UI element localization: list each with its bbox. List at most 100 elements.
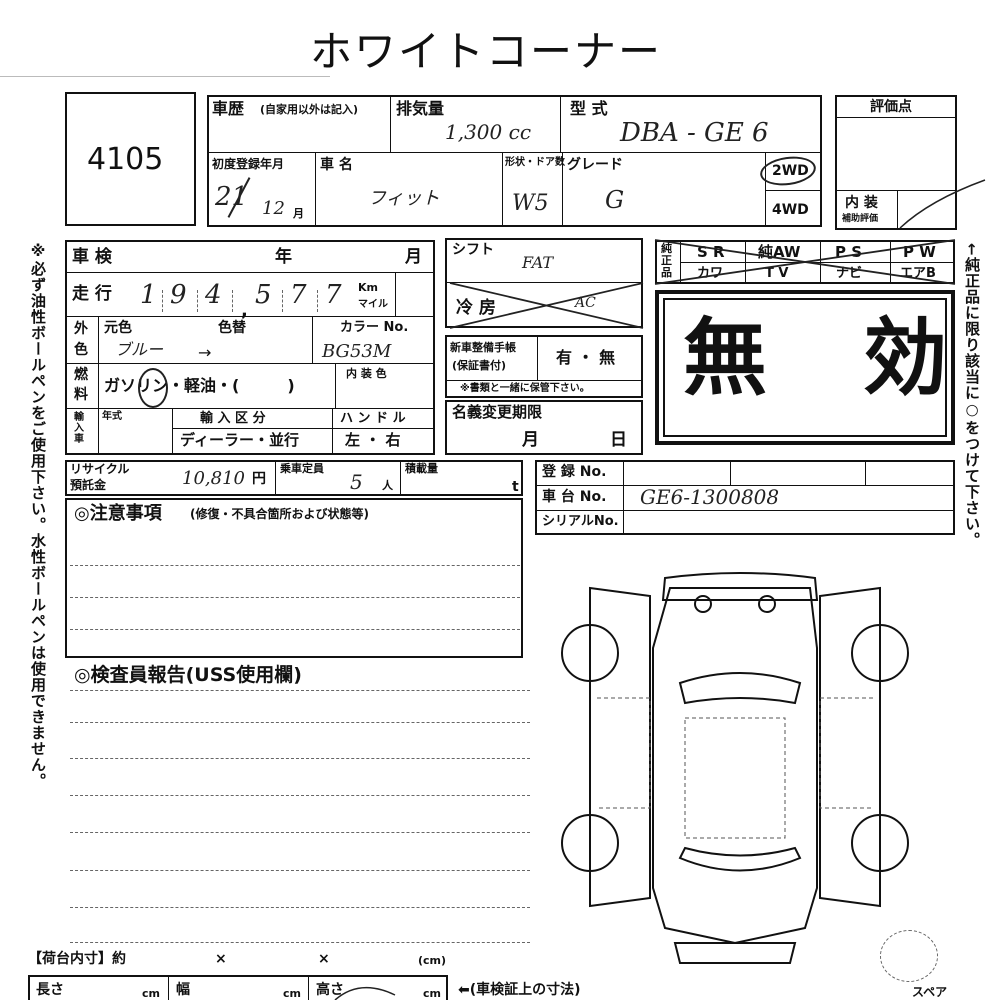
spare-label: スペア [912,985,948,999]
drive-2wd[interactable]: 2WD [772,163,809,179]
recycle-unit: 円 [252,471,266,487]
caution-line-1 [70,565,520,566]
import-label: 輸入車 [74,412,84,445]
mileage-digit-3: 4 [205,280,222,310]
car-door-line-right [819,697,873,809]
import-row-div [172,428,435,429]
import-category-values[interactable]: ディーラー・並行 [180,431,299,449]
col-div-label [98,316,99,455]
body-label: 形状・ドア数 [505,157,565,168]
fuel-options[interactable]: ガソリン・軽油・( ) [104,376,295,395]
reg-col [623,460,624,535]
dims-div-2 [308,975,309,1000]
mileage-digit-5: 7 [290,280,307,310]
page-title: ホワイトコーナー [310,27,663,76]
model-type-label: 型 式 [570,99,608,118]
inspector-line-1 [70,690,530,691]
evaluation-box [835,95,957,230]
header-col-1 [390,95,391,152]
wheel-front-right [851,624,909,682]
warranty-block [445,335,643,398]
car-left-side [589,586,651,908]
dims-note: ⬅(車検証上の寸法) [458,982,581,998]
wheel-front-left [561,624,619,682]
header-col-6 [765,152,766,227]
row-div-1 [65,272,435,273]
option-pw[interactable]: P W [903,243,936,261]
caution-sub: (修復・不具合箇所および状態等) [190,507,369,521]
color-no-value: BG53M [322,341,392,362]
dims-length: 長さ [36,982,64,998]
header-col-2 [560,95,561,152]
body-value: W5 [512,191,549,216]
grade-value: G [605,186,625,214]
caution-title: ◎注意事項 [74,503,162,524]
warranty-value[interactable]: 有 ・ 無 [556,348,616,367]
option-airbag[interactable]: エアB [900,266,936,281]
color-label-2: 色 [74,342,88,358]
dims-height: 高さ [316,982,344,998]
mileage-sep-1 [162,290,163,312]
mileage-unit-mile: マイル [358,299,388,310]
interior-label: 内 装 [845,195,878,211]
serial-label: シリアルNo. [542,514,619,529]
header-col-5 [562,152,563,227]
headlight-left [694,595,712,613]
reg-col-b [730,460,731,485]
history-sub: (自家用以外は記入) [260,103,359,116]
option-tv[interactable]: T V [765,266,789,281]
chassis-label: 車 台 No. [542,489,607,505]
dims-block [28,975,448,1000]
drive-4wd[interactable]: 4WD [772,202,809,218]
interior-color-div [335,363,336,408]
inspector-line-8 [70,942,530,943]
cargo-x1: × [215,951,227,967]
warranty-div [445,380,643,381]
car-rear-window [678,846,802,872]
option-ps[interactable]: P S [835,243,863,261]
cargo-x2: × [318,951,330,967]
warranty-col [537,335,538,380]
mileage-sep-2 [197,290,198,312]
mileage-comma: , [241,300,248,321]
evaluation-divider-1 [835,117,957,118]
fuel-label-1: 燃 [74,367,88,383]
mileage-unit-div [395,272,396,316]
option-sr[interactable]: S R [697,243,725,261]
mileage-digit-4: 5 [255,280,272,310]
registration-label: 登 録 No. [542,464,607,480]
option-leather[interactable]: カワ [697,266,724,281]
evaluation-divider-3 [897,190,898,230]
options-label: 純正品 [661,242,672,279]
inspector-line-4 [70,795,530,796]
mileage-label: 走 行 [72,284,112,304]
capacity-label: 乗車定員 [280,462,324,475]
handle-values[interactable]: 左 ・ 右 [345,431,401,449]
chassis-value: GE6-1300808 [640,485,780,509]
first-reg-label: 初度登録年月 [212,157,285,171]
load-unit: t [512,479,519,495]
ac-value: AC [575,295,596,311]
name-change-month: 月 [522,430,539,450]
inspection-month: 月 [405,247,422,267]
inspection-block [65,240,435,455]
option-navi[interactable]: ナビ [836,266,863,281]
warranty-label: 新車整備手帳 [450,341,516,354]
recycle-label-2: 預託金 [70,478,107,492]
car-body-outline [652,587,818,945]
spare-tire-circle [880,930,938,982]
car-rear-bumper [673,942,797,964]
mileage-sep-3 [232,290,233,312]
color-no-label: カラー No. [340,320,409,335]
color-arrow: → [198,343,212,362]
inspection-year: 年 [275,247,292,267]
dims-width-cm: cm [283,987,301,1000]
dims-width: 幅 [176,982,190,998]
reg-col-c [865,460,866,485]
caution-block [65,498,523,658]
evaluation-label: 評価点 [870,99,912,115]
option-aw[interactable]: 純AW [758,243,801,261]
car-hood [661,572,819,601]
warranty-sub: (保証書付) [452,359,507,372]
import-category-label: 輸 入 区 分 [200,411,266,426]
